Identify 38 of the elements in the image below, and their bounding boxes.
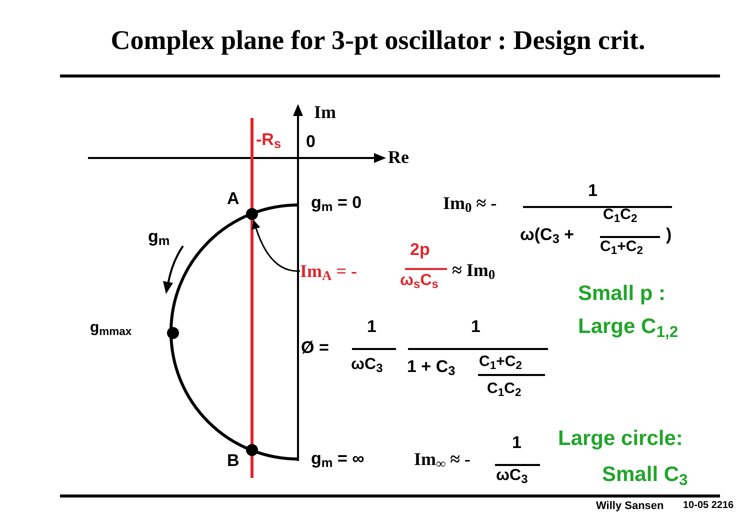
- slide-title: Complex plane for 3-pt oscillator : Design crit.: [110, 24, 646, 57]
- math-label: ω(C$_{3}$ +: [520, 226, 574, 243]
- math-label: C$_{1}$+C$_{2}$: [600, 239, 643, 254]
- math-label: ωC$_{3}$: [351, 357, 383, 373]
- note-text: Large circle:: [558, 428, 683, 449]
- math-label: 1: [512, 434, 522, 451]
- math-label: g$_{m}$: [148, 228, 170, 245]
- math-label: g$_{mmax}$: [90, 320, 132, 335]
- axis-label: Im: [314, 103, 336, 121]
- math-label: C$_{1}$+C$_{2}$: [479, 354, 522, 369]
- math-label: 1: [367, 318, 376, 335]
- math-label: 1: [588, 182, 598, 199]
- math-label: Im$_{∞}$ ≈ -: [414, 450, 470, 468]
- author-text: Willy Sansen: [596, 501, 664, 512]
- math-label: Im$_{0}$ ≈ -: [443, 194, 497, 212]
- math-label: C$_{1}$C$_{2}$: [487, 381, 522, 396]
- origin-label: 0: [306, 133, 316, 150]
- math-label: 1: [471, 318, 480, 335]
- math-label: ≈ Im$_{0}$: [452, 261, 496, 279]
- math-label: 1 + C$_{3}$: [407, 358, 456, 375]
- math-label: C$_{1}$C$_{2}$: [603, 207, 638, 222]
- math-label: g$_{m}$ = 0: [311, 194, 362, 211]
- math-label: -R$_{s}$: [256, 131, 282, 148]
- math-label: ): [666, 226, 672, 243]
- note-text: Small p :: [578, 283, 666, 304]
- slide-number: 10-05 2216: [683, 501, 734, 511]
- math-label: Ø =: [301, 339, 329, 356]
- axis-label: Re: [388, 148, 409, 166]
- point-label: B: [227, 452, 240, 469]
- math-label: g$_{m}$ = ∞: [311, 450, 364, 467]
- math-label: ω$_{s}$C$_{s}$: [400, 273, 438, 289]
- point-label: A: [227, 190, 240, 207]
- math-label: Im$_{A}$ = -: [300, 259, 358, 283]
- note-text: Small C$_{3}$: [602, 464, 688, 485]
- note-text: Large C$_{1,2}$: [578, 316, 678, 337]
- leader-arrow: [252, 220, 300, 272]
- math-label: 2p: [410, 241, 430, 258]
- math-label: ωC$_{3}$: [496, 468, 528, 484]
